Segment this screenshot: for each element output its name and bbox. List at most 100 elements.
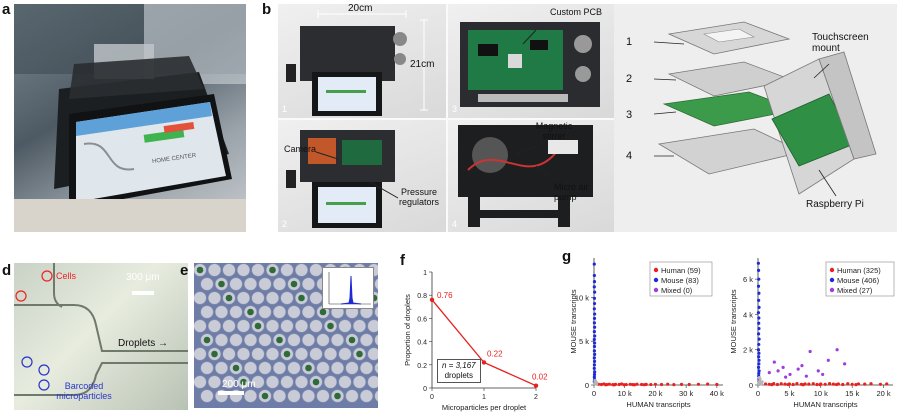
f-data-label: 0.76 — [437, 291, 453, 300]
droplet — [359, 333, 374, 347]
panel-g-label: g — [562, 248, 572, 265]
g-left-point — [592, 321, 596, 325]
droplet — [330, 333, 345, 347]
g-left-point — [592, 344, 597, 349]
droplet — [287, 305, 301, 319]
microparticle — [225, 294, 233, 302]
droplet — [194, 319, 207, 333]
panel-b-device-top-view — [286, 26, 407, 116]
droplet — [309, 263, 323, 277]
droplet — [200, 361, 214, 375]
g-left-point — [595, 381, 599, 385]
g-right-point — [835, 348, 839, 352]
g-right-point — [756, 311, 761, 315]
g-right-point — [841, 382, 845, 387]
panel-c-part-1: 1 — [626, 36, 633, 48]
g-left-x-tick-label: 0 — [592, 389, 596, 398]
g-right-y-tick-label: 0 — [749, 381, 753, 390]
g-right-point — [776, 369, 780, 373]
droplet — [316, 361, 330, 375]
g-left-point — [592, 301, 597, 306]
panel-a-device-illustration — [14, 4, 246, 232]
g-left-point — [620, 382, 624, 386]
g-right-point — [757, 351, 761, 355]
droplet — [207, 375, 222, 389]
panel-b-sub-label-1: 1 — [282, 104, 288, 114]
g-right-point — [846, 382, 850, 386]
g-right-point — [815, 382, 819, 387]
f-data-point — [533, 383, 539, 388]
g-right-point — [757, 316, 761, 320]
g-left-point — [592, 349, 596, 353]
microparticle — [312, 378, 320, 386]
droplet — [265, 291, 280, 305]
droplet — [229, 305, 243, 319]
droplet — [222, 263, 236, 277]
microparticle — [305, 364, 312, 372]
panel-d-label: d — [2, 262, 12, 279]
g-left-point — [592, 359, 597, 363]
microparticle — [196, 266, 204, 274]
g-right-point — [786, 382, 790, 387]
droplet — [338, 319, 352, 333]
g-right-point — [757, 321, 761, 325]
g-left-point — [607, 382, 611, 386]
g-right-legend — [825, 261, 895, 297]
droplet — [316, 389, 330, 403]
droplet — [301, 305, 316, 319]
g-left-point — [612, 383, 616, 387]
microparticle — [254, 322, 262, 330]
microparticle — [240, 378, 247, 386]
g-left-y-axis-label: MOUSE transcripts — [569, 289, 578, 353]
panel-e-microscopy: 200 μm — [194, 263, 378, 408]
g-right-x-tick-label: 5 k — [784, 389, 794, 398]
g-right-point — [757, 342, 761, 347]
droplet — [265, 319, 280, 333]
f-y-axis-label: Proportion of droplets — [403, 294, 412, 366]
g-right-point — [784, 375, 788, 379]
g-left-point — [593, 352, 597, 356]
droplet — [374, 278, 378, 290]
microparticle — [327, 322, 334, 330]
g-left-point — [672, 383, 676, 387]
droplet — [194, 375, 207, 389]
panel-a-label: a — [2, 1, 11, 18]
panel-c-cad-drawing — [653, 21, 877, 197]
droplet — [251, 375, 265, 389]
panel-b-photo-4 — [448, 120, 615, 232]
droplet — [287, 333, 301, 347]
g-left-point — [696, 382, 701, 386]
g-right-point — [863, 382, 867, 386]
g-right-point — [772, 360, 776, 364]
panel-d-cells-label: Cells — [56, 271, 77, 281]
droplet — [229, 277, 243, 291]
droplet — [280, 291, 294, 305]
g-right-point — [756, 332, 761, 336]
f-y-tick-label: 0.6 — [417, 316, 427, 323]
g-right-point — [869, 382, 873, 386]
g-right-point — [757, 298, 761, 302]
g-left-point — [592, 372, 597, 377]
panel-f-note-box: n = 3,167 droplets — [437, 359, 481, 383]
microparticle — [269, 266, 276, 274]
microparticle — [348, 336, 356, 344]
g-left-y-tick-label: 5 k — [579, 337, 589, 346]
g-left-x-tick-label: 30 k — [679, 389, 693, 398]
panel-b-camera-label: Camera — [284, 144, 317, 154]
f-data-point — [429, 297, 435, 303]
g-left-legend-marker — [653, 267, 659, 273]
g-right-point — [823, 382, 827, 386]
g-right-point — [788, 372, 792, 377]
g-left-point — [687, 382, 691, 387]
panel-b-sub-label-2: 2 — [282, 219, 288, 229]
droplet — [272, 361, 287, 375]
g-right-point — [756, 365, 761, 369]
g-left-point — [653, 382, 658, 386]
droplet — [258, 277, 272, 291]
droplet — [323, 347, 338, 361]
panel-c-part-3: 3 — [626, 109, 633, 121]
droplet — [374, 334, 378, 346]
g-left-point — [592, 329, 596, 334]
panel-b-height-label: 21cm — [410, 59, 435, 70]
